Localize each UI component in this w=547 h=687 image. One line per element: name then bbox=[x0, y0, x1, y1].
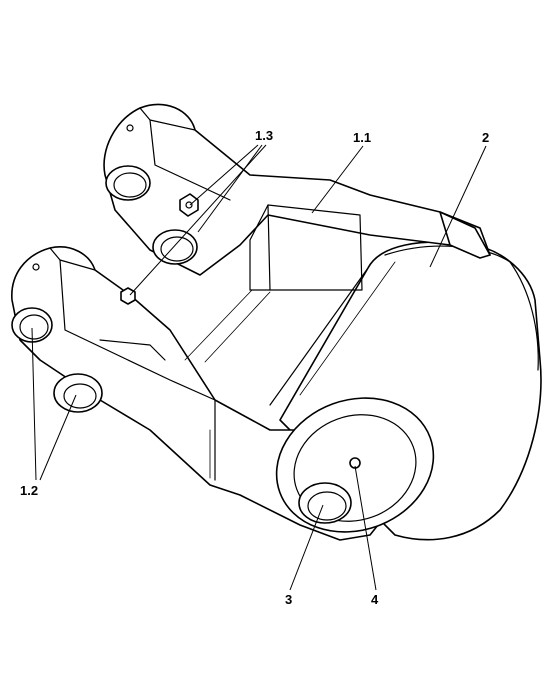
label-1-3: 1.3 bbox=[255, 128, 273, 143]
bush-lower-1-2 bbox=[53, 373, 103, 413]
grease-nipple-lower bbox=[120, 287, 136, 305]
label-2: 2 bbox=[482, 130, 489, 145]
bush-3 bbox=[298, 482, 352, 524]
label-3: 3 bbox=[285, 592, 292, 607]
hole bbox=[126, 124, 134, 132]
grease-nipple-upper bbox=[179, 193, 199, 217]
hole bbox=[32, 263, 40, 271]
bush-upper-rear bbox=[105, 165, 151, 201]
label-4: 4 bbox=[371, 592, 379, 607]
leader-lines bbox=[31, 144, 487, 591]
label-1-2: 1.2 bbox=[20, 483, 38, 498]
bush-upper-front bbox=[152, 229, 198, 265]
label-1-1: 1.1 bbox=[353, 130, 371, 145]
